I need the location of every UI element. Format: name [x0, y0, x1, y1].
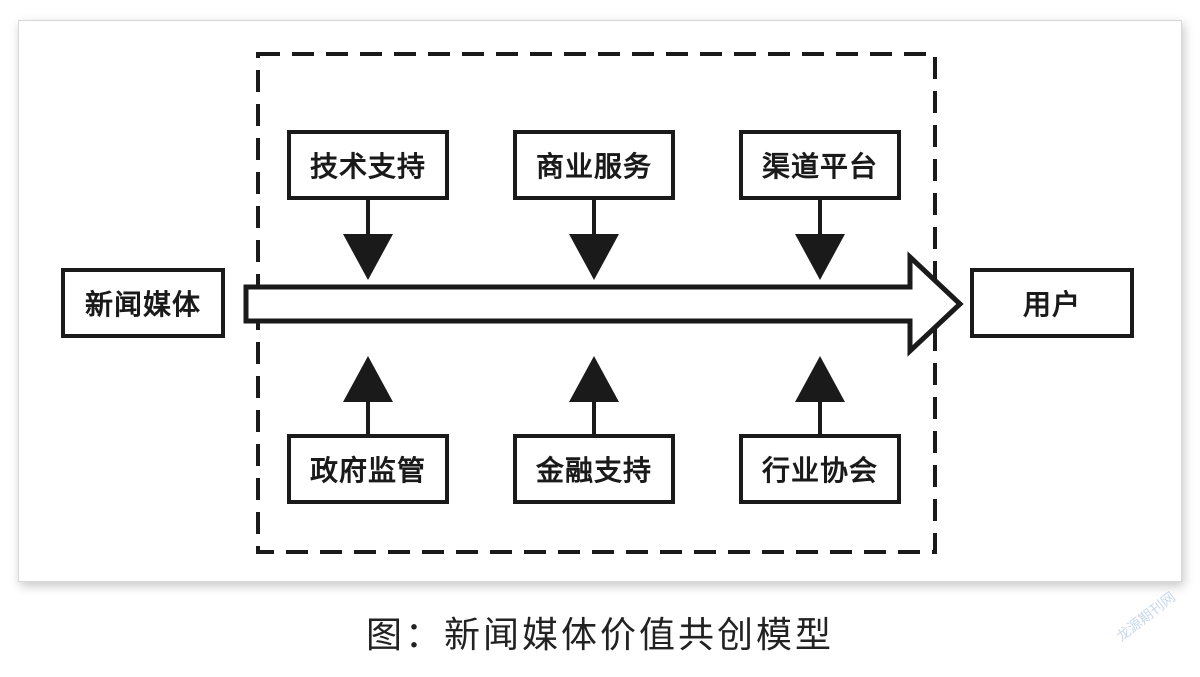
top-connector-arrows: [343, 200, 845, 280]
value-flow-arrow: [243, 251, 964, 357]
arrow-down-1-head: [343, 234, 393, 280]
factor-node-channel-platform: 渠道平台: [739, 130, 901, 200]
arrow-up-2-head: [569, 356, 619, 402]
bottom-connector-arrows: [343, 356, 845, 434]
factor-node-business-service: 商业服务: [513, 130, 675, 200]
factor-node-industry-association: 行业协会: [739, 434, 901, 504]
factor-node-tech-support: 技术支持: [287, 130, 449, 200]
factor-node-financial-support: 金融支持: [513, 434, 675, 504]
arrow-down-2-head: [569, 234, 619, 280]
factor-node-government-regulation: 政府监管: [287, 434, 449, 504]
figure-caption: 图：新闻媒体价值共创模型: [365, 615, 834, 656]
arrow-up-3-head: [795, 356, 845, 402]
arrow-up-1-head: [343, 356, 393, 402]
source-node-news-media: 新闻媒体: [61, 268, 225, 338]
arrow-down-3-head: [795, 234, 845, 280]
target-node-users: 用户: [970, 268, 1134, 338]
